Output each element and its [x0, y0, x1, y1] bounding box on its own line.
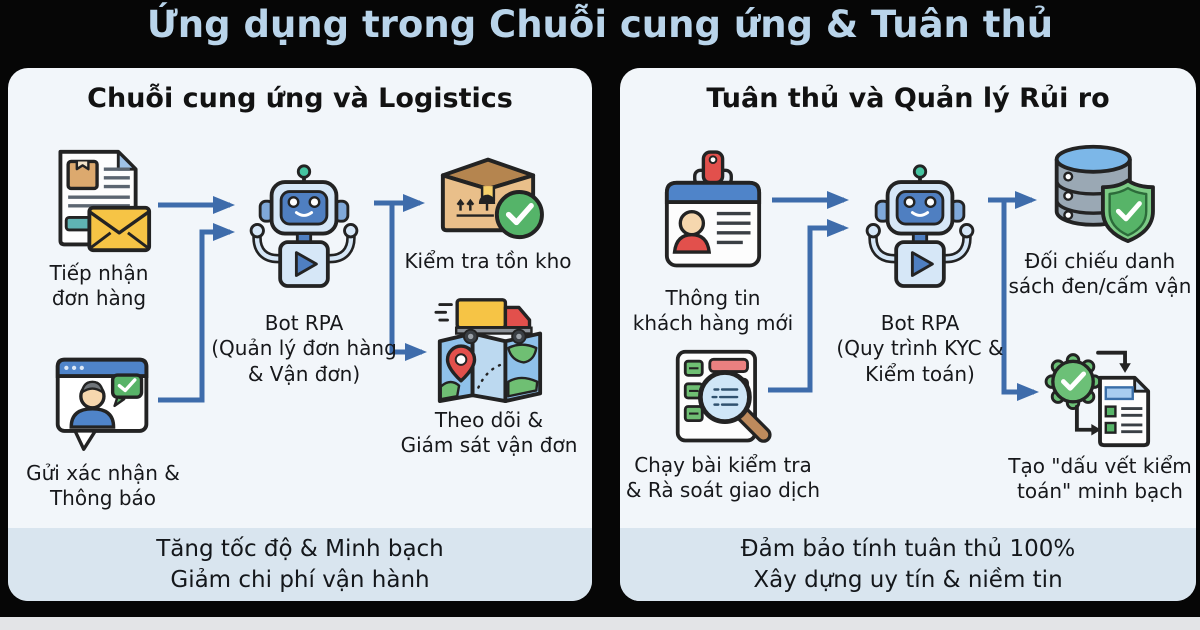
node-label: Theo dõi & Giám sát vận đơn	[400, 408, 578, 458]
node-label: Tạo "dấu vết kiểm toán" minh bạch	[1008, 454, 1192, 504]
database-shield-icon	[1054, 144, 1155, 244]
node-bot-rpa-right: Bot RPA (Quy trình KYC & Kiểm toán)	[805, 163, 1035, 387]
audit-magnifier-icon	[675, 349, 772, 443]
node-label: Thông tin khách hàng mới	[632, 286, 794, 336]
node-label: Đối chiếu danh sách đen/cấm vận	[1008, 249, 1192, 299]
node-send-confirmation: Gửi xác nhận & Thông báo	[8, 350, 198, 512]
node-inventory-check: Kiểm tra tồn kho	[388, 140, 588, 274]
bottom-strip	[0, 617, 1200, 630]
node-label: Kiểm tra tồn kho	[404, 249, 572, 273]
supply-chain-benefits-band: Tăng tốc độ & Minh bạch Giảm chi phí vận…	[8, 528, 592, 601]
node-blacklist-screening: Đối chiếu danh sách đen/cấm vận	[985, 140, 1200, 300]
page-title: Ứng dụng trong Chuỗi cung ứng & Tuân thủ	[146, 3, 1054, 46]
supply-chain-panel-header: Chuỗi cung ứng và Logistics	[87, 83, 513, 114]
compliance-benefits-band: Đảm bảo tính tuân thủ 100% Xây dựng uy t…	[620, 528, 1196, 601]
order-document-icon	[58, 149, 152, 253]
confirmation-chat-icon	[55, 357, 149, 451]
node-order-intake: Tiếp nhận đơn hàng	[14, 146, 184, 312]
node-customer-info: Thông tin khách hàng mới	[620, 150, 806, 337]
node-shipment-tracking: Theo dõi & Giám sát vận đơn	[379, 293, 599, 459]
node-label: Chạy bài kiểm tra & Rà soát giao dịch	[625, 453, 821, 503]
compliance-panel: Tuân thủ và Quản lý Rủi ro	[620, 68, 1196, 601]
map-truck-icon	[434, 298, 543, 403]
bot-label: Bot RPA (Quản lý đơn hàng & Vận đơn)	[211, 311, 397, 386]
node-transaction-review: Chạy bài kiểm tra & Rà soát giao dịch	[620, 348, 826, 504]
supply-chain-panel: Chuỗi cung ứng và Logistics	[8, 68, 592, 601]
robot-icon	[865, 164, 975, 288]
inventory-box-icon	[440, 157, 544, 240]
audit-trail-icon	[1044, 350, 1151, 448]
id-card-icon	[664, 150, 762, 268]
node-label: Tiếp nhận đơn hàng	[49, 261, 149, 311]
node-audit-trail: Tạo "dấu vết kiểm toán" minh bạch	[980, 345, 1200, 505]
compliance-panel-header: Tuân thủ và Quản lý Rủi ro	[706, 83, 1110, 114]
bot-label: Bot RPA (Quy trình KYC & Kiểm toán)	[836, 311, 1004, 386]
node-label: Gửi xác nhận & Thông báo	[26, 461, 180, 511]
node-bot-rpa-left: Bot RPA (Quản lý đơn hàng & Vận đơn)	[189, 163, 419, 387]
robot-icon	[249, 164, 359, 288]
